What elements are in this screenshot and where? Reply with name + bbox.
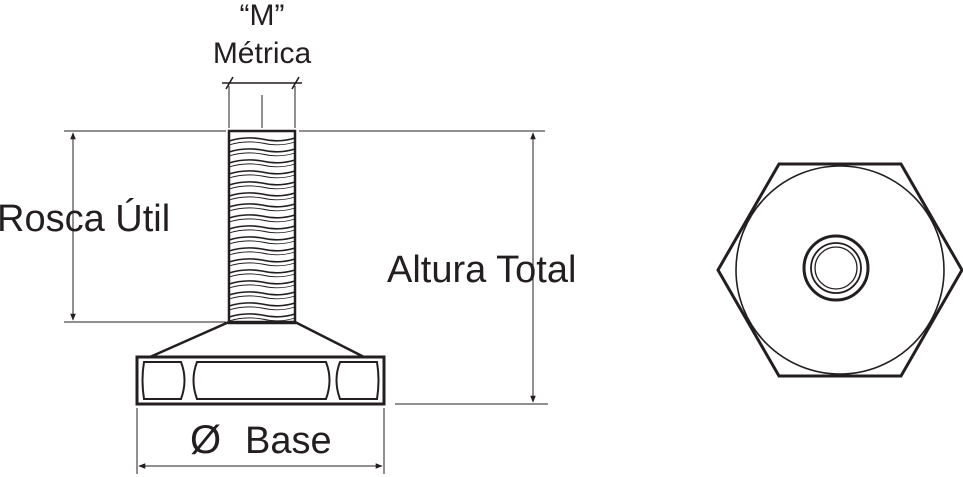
- thread-line: [228, 196, 296, 201]
- thread-line: [228, 240, 296, 245]
- thread-line: [228, 251, 296, 256]
- thread-line: [228, 185, 296, 190]
- thread-line: [228, 192, 296, 197]
- thread-length-label: Rosca Útil: [0, 197, 170, 240]
- thread-line: [228, 170, 296, 175]
- thread-line: [228, 236, 296, 241]
- thread-line: [228, 295, 296, 300]
- total-height-dimension: [299, 130, 548, 405]
- thread-line: [228, 273, 296, 278]
- metric-label: Métrica: [213, 37, 312, 70]
- thread-line: [228, 269, 296, 274]
- thread-line: [228, 291, 296, 296]
- stud-inner-circle: [810, 242, 862, 294]
- thread-line: [228, 218, 296, 223]
- thread-line: [228, 247, 296, 252]
- m-quote-label: “M”: [240, 0, 285, 32]
- hex-inner-circle: [735, 165, 945, 375]
- thread-line: [228, 280, 296, 285]
- thread-line: [228, 317, 296, 322]
- base-diameter-symbol: Ø: [190, 418, 221, 462]
- thread-line: [228, 148, 296, 153]
- thread-line: [228, 137, 296, 142]
- thread-line: [228, 313, 296, 318]
- stud-outer-circle: [802, 234, 870, 302]
- base-label: Base: [245, 420, 332, 462]
- total-height-label: Altura Total: [387, 249, 576, 291]
- base-cone: [149, 320, 365, 359]
- hex-outline: [716, 162, 963, 378]
- side-view: [64, 76, 548, 474]
- thread-length-dimension: [64, 130, 226, 323]
- thread-line: [228, 225, 296, 230]
- threaded-stud: [227, 129, 297, 325]
- thread-line: [228, 262, 296, 267]
- thread-line: [228, 306, 296, 311]
- thread-line: [228, 214, 296, 219]
- thread-line: [228, 203, 296, 208]
- metric-dimension: [222, 76, 302, 128]
- thread-line: [228, 284, 296, 289]
- thread-line: [228, 181, 296, 186]
- thread-line: [228, 207, 296, 212]
- thread-line: [228, 229, 296, 234]
- top-view: [716, 162, 963, 378]
- stud-core-circle: [814, 246, 858, 290]
- thread-line: [228, 174, 296, 179]
- thread-line: [228, 163, 296, 168]
- base-diameter-dimension: [136, 408, 385, 474]
- hex-base: [135, 355, 386, 406]
- thread-line: [228, 258, 296, 263]
- thread-line: [228, 159, 296, 164]
- thread-line: [228, 141, 296, 146]
- thread-line: [228, 152, 296, 157]
- thread-line: [228, 302, 296, 307]
